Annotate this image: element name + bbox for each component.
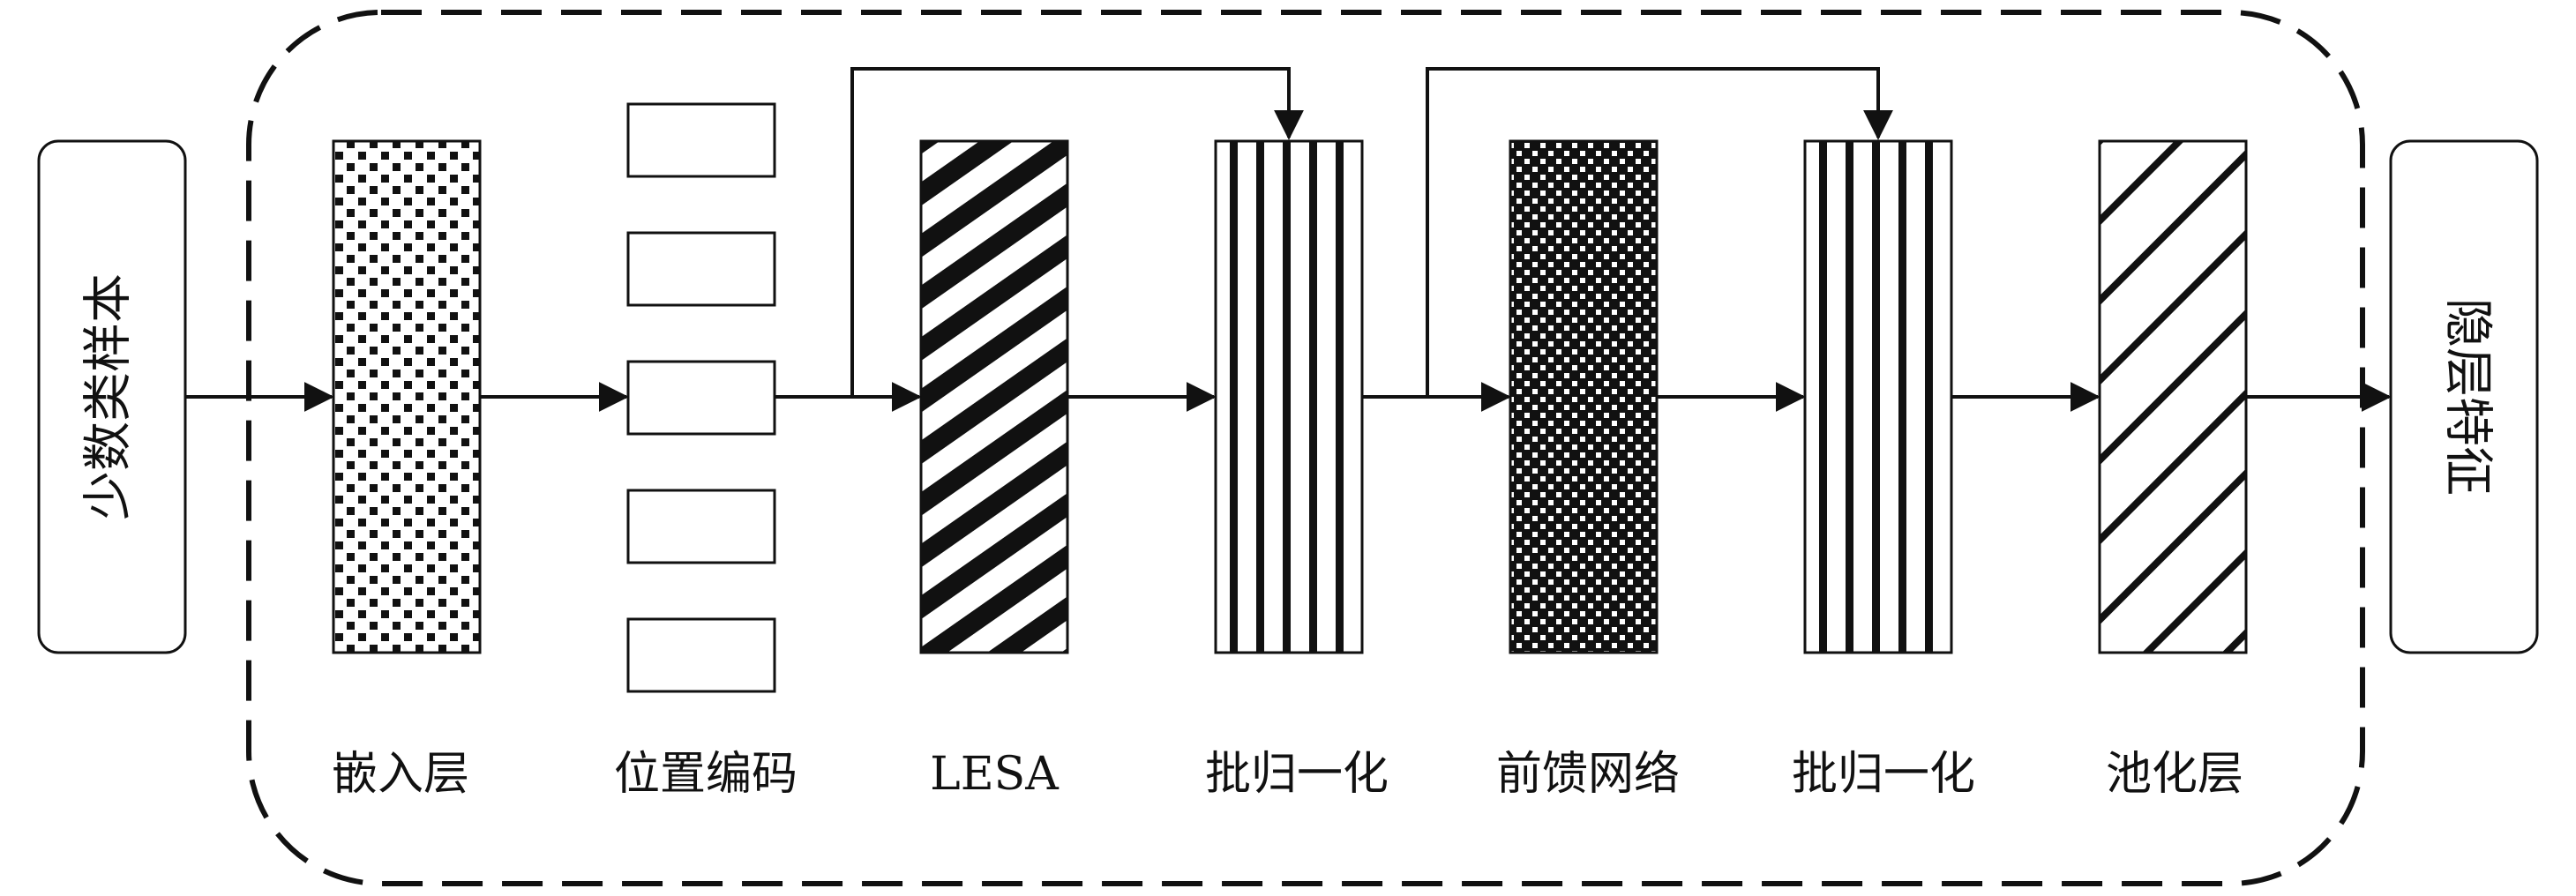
label-position: 位置编码 — [614, 748, 798, 801]
input-node: 少数类样本 — [37, 139, 187, 654]
lesa-layer — [919, 139, 1069, 654]
output-label: 隐层特征 — [2439, 298, 2497, 496]
stripe — [1925, 141, 1933, 653]
input-label: 少数类样本 — [80, 273, 138, 520]
stripe — [1256, 141, 1264, 653]
batchnorm-2-stripes — [1819, 141, 1933, 653]
residual-arrow-2 — [1426, 67, 1893, 397]
stripe — [1283, 141, 1291, 653]
label-batchnorm-1: 批归一化 — [1205, 748, 1389, 801]
flow-arrows — [185, 67, 2392, 412]
batchnorm-1-stripes — [1230, 141, 1344, 653]
residual-arrow-1 — [850, 67, 1304, 397]
label-batchnorm-2: 批归一化 — [1792, 748, 1975, 801]
stripe — [1309, 141, 1317, 653]
stripe — [1872, 141, 1880, 653]
embedding-block — [332, 139, 482, 654]
label-lesa: LESA — [930, 748, 1060, 801]
ffn-block — [1509, 139, 1659, 654]
batchnorm-1-layer — [1214, 139, 1364, 654]
pooling-block — [2098, 139, 2248, 654]
batchnorm-2-layer — [1803, 139, 1953, 654]
stripe — [1898, 141, 1906, 653]
ffn-layer — [1509, 139, 1659, 654]
embedding-layer — [332, 139, 482, 654]
position-slot — [626, 102, 776, 178]
label-embedding: 嵌入层 — [332, 748, 469, 801]
stripe — [1230, 141, 1238, 653]
stripe — [1819, 141, 1827, 653]
output-node: 隐层特征 — [2389, 139, 2539, 654]
position-slot — [626, 360, 776, 436]
pooling-layer — [2098, 139, 2248, 654]
encoder-container — [246, 10, 2365, 886]
stage-labels: 嵌入层 位置编码 LESA 批归一化 前馈网络 批归一化 池化层 — [332, 748, 2243, 801]
label-pooling: 池化层 — [2106, 748, 2243, 801]
stripe — [1336, 141, 1344, 653]
position-slot — [626, 231, 776, 307]
position-slot — [626, 617, 776, 693]
position-encoding — [626, 102, 776, 693]
stripe — [1846, 141, 1853, 653]
lesa-block — [919, 139, 1069, 654]
label-ffn: 前馈网络 — [1496, 748, 1680, 801]
position-slot — [626, 489, 776, 564]
